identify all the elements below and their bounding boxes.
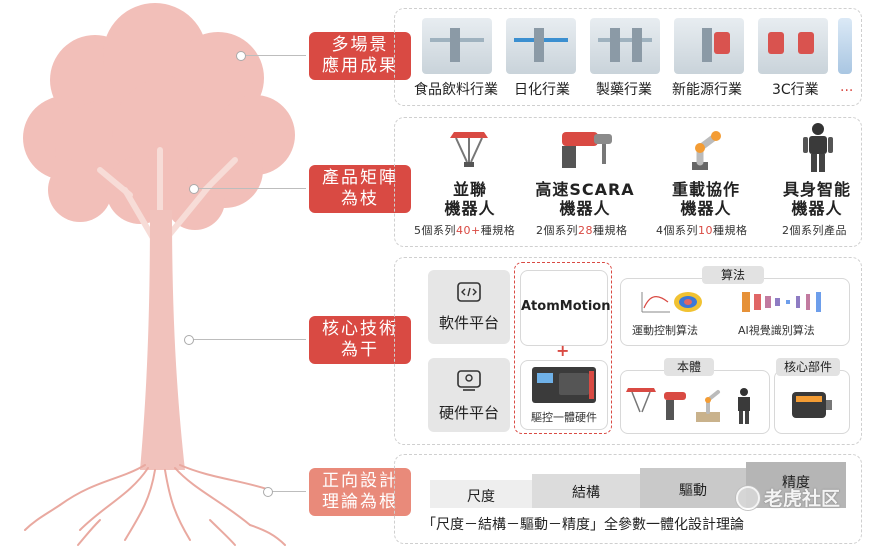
body-tag: 本體 [664, 358, 714, 376]
core-parts-card [774, 370, 850, 434]
theory-step-3 [640, 468, 746, 508]
industry-image-new-energy [674, 18, 744, 74]
industry-more: ... [840, 79, 854, 95]
robot-family-icon [626, 388, 750, 424]
industry-label: 日化行業 [514, 82, 570, 98]
atommotion-card: AtomMotion [520, 270, 611, 346]
theory-caption: 「尺度－結構－驅動－精度」全參數一體化設計理論 [422, 517, 744, 533]
watermark-text: 老虎社区 [764, 488, 841, 510]
label-line2: 理論為根 [322, 492, 398, 512]
label-line1: 產品矩陣 [322, 168, 398, 188]
connector-scenarios [244, 55, 306, 56]
drive-control-label: 驅控一體硬件 [531, 411, 597, 424]
theory-step-1 [430, 480, 532, 508]
connector-core [192, 339, 306, 340]
connector-products [197, 188, 306, 189]
connector-theory [271, 491, 306, 492]
watermark: 老虎社区 [736, 484, 840, 511]
label-line1: 多場景 [331, 35, 389, 55]
product-spec: 5個系列40+種規格 [414, 224, 516, 237]
industry-image-3c [758, 18, 828, 74]
product-spec: 2個系列產品 [782, 224, 847, 237]
vision-algorithm-label: AI視覺識別算法 [738, 324, 815, 337]
industry-image-food [422, 18, 492, 74]
motion-control-chart-icon [641, 292, 702, 313]
theory-step-label: 精度 [782, 475, 810, 491]
product-title: 並聯機器人 [444, 180, 496, 218]
hardware-icon [457, 370, 481, 391]
label-line1: 正向設計 [322, 471, 398, 491]
product-spec: 2個系列28種規格 [536, 224, 628, 237]
product-title: 具身智能機器人 [782, 180, 851, 218]
humanoid-robot-icon [803, 123, 833, 172]
atommotion-group [514, 262, 612, 434]
label-line1: 核心技術 [322, 319, 398, 339]
label-line2: 為枝 [341, 189, 379, 209]
products-panel [394, 117, 862, 247]
industry-image-daily-chem [506, 18, 576, 74]
vision-layers-icon [742, 292, 821, 312]
theory-step-label: 結構 [572, 485, 600, 501]
theory-step-label: 驅動 [679, 483, 707, 499]
industry-label: 3C行業 [772, 82, 819, 98]
algorithm-tag: 算法 [702, 266, 764, 284]
theory-step-2 [532, 474, 640, 508]
industry-image-more [838, 18, 852, 74]
watermark-logo-icon [736, 485, 760, 510]
theory-step-4 [746, 462, 846, 508]
motor-part-icon [792, 392, 832, 418]
scenarios-panel [394, 8, 862, 106]
theory-panel [394, 454, 862, 544]
core-panel [394, 257, 862, 445]
hardware-platform-box: 硬件平台 [428, 358, 510, 432]
label-line2: 應用成果 [322, 56, 398, 76]
plus-sign: + [556, 341, 570, 360]
code-icon [457, 282, 481, 302]
connector-dot-scenarios [236, 51, 246, 61]
industry-label: 製藥行業 [596, 82, 652, 98]
collaborative-robot-icon [692, 131, 721, 170]
industry-label: 食品飲料行業 [414, 82, 498, 98]
label-line2: 為干 [341, 340, 379, 360]
delta-robot-icon [450, 132, 488, 167]
industry-image-pharma [590, 18, 660, 74]
scara-robot-icon [562, 132, 612, 168]
atommotion-logo: AtomMotion [521, 299, 611, 314]
motion-algorithm-label: 運動控制算法 [632, 324, 698, 337]
connector-dot-core [184, 335, 194, 345]
software-platform-box: 軟件平台 [428, 270, 510, 344]
theory-step-label: 尺度 [467, 489, 495, 505]
hardware-platform-label: 硬件平台 [438, 404, 499, 422]
connector-dot-products [189, 184, 199, 194]
tree-illustration [23, 3, 295, 546]
connector-dot-theory [263, 487, 273, 497]
drive-control-card: 驅控一體硬件 [520, 360, 608, 430]
product-spec: 4個系列10種規格 [656, 224, 748, 237]
core-parts-tag: 核心部件 [776, 358, 840, 376]
software-platform-label: 軟件平台 [438, 314, 499, 332]
product-title: 重載協作機器人 [671, 180, 740, 218]
controller-image [532, 367, 596, 403]
industry-label: 新能源行業 [672, 82, 742, 98]
